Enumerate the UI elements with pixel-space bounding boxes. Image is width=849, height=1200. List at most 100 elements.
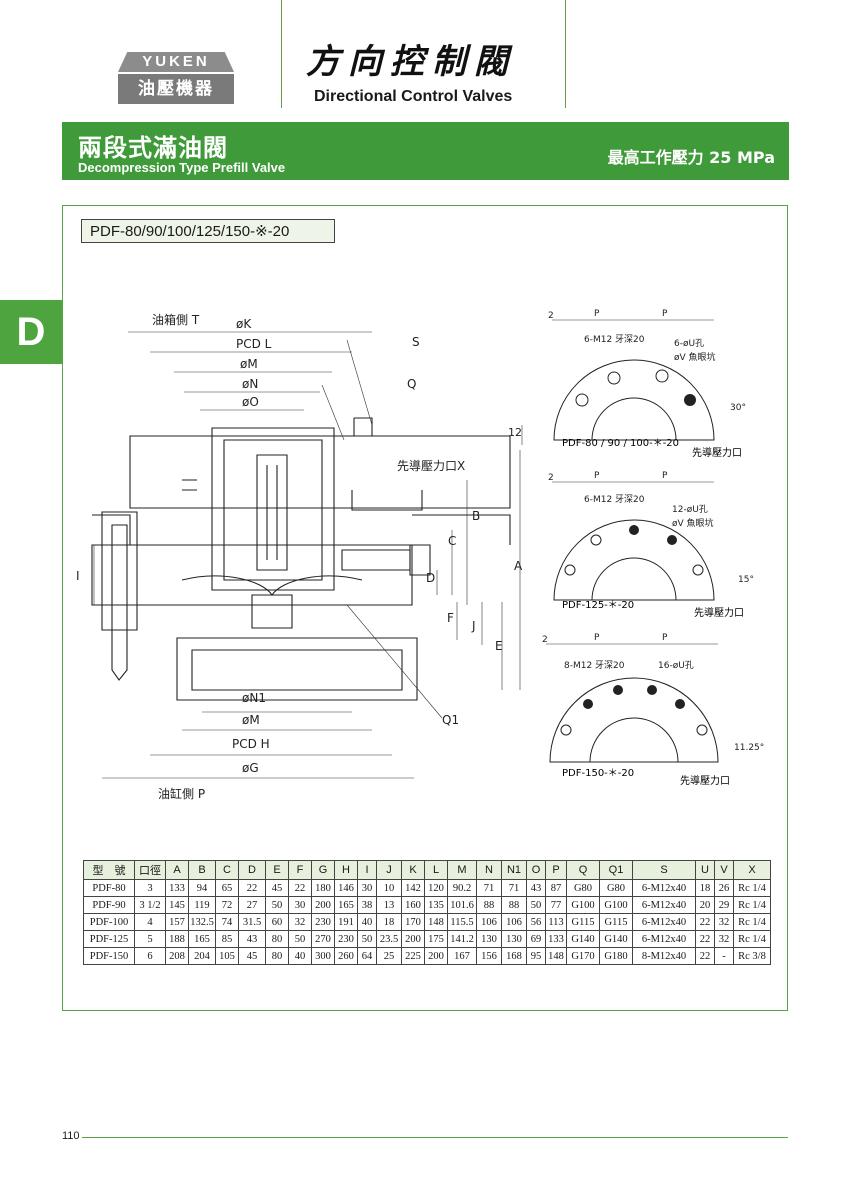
table-cell: 270 <box>311 930 335 948</box>
dim-j: J <box>471 619 476 633</box>
section-view <box>91 417 511 701</box>
table-cell: 10 <box>376 879 402 897</box>
col-j: J <box>376 860 402 880</box>
model-cell: PDF-80 <box>83 879 135 897</box>
table-cell: 130 <box>501 930 527 948</box>
view2-dim-2: 2 <box>548 473 554 483</box>
table-cell: 133 <box>165 879 189 897</box>
page-number: 110 <box>62 1130 80 1142</box>
col-q1: Q1 <box>599 860 633 880</box>
table-cell: 230 <box>334 930 358 948</box>
table-cell: 165 <box>334 896 358 914</box>
footer-rule <box>82 1137 788 1138</box>
model-cell: PDF-150 <box>83 947 135 965</box>
table-cell: 13 <box>376 896 402 914</box>
dim-f: F <box>447 611 454 625</box>
view-pdf-80-100: 2 P P 6-M12 牙深20 6-øU孔 øV 魚眼坑 30° PDF-80… <box>548 309 746 459</box>
table-cell: 200 <box>311 896 335 914</box>
yuken-logo: YUKEN 油壓機器 <box>118 52 234 104</box>
table-cell: 165 <box>188 930 216 948</box>
table-cell: 130 <box>476 930 502 948</box>
dim-12: 12 <box>508 426 522 439</box>
table-cell: 141.2 <box>447 930 477 948</box>
dim-e: E <box>495 639 503 653</box>
label-s: S <box>412 335 420 349</box>
col-p: P <box>545 860 567 880</box>
table-cell: 26 <box>714 879 734 897</box>
table-cell: 29 <box>714 896 734 914</box>
view1-p-right: P <box>662 309 668 319</box>
view3-port: 先導壓力口 <box>680 774 730 787</box>
table-cell: 6-M12x40 <box>632 896 696 914</box>
table-cell: 115.5 <box>447 913 477 931</box>
header-divider-left <box>281 0 282 108</box>
table-cell: 191 <box>334 913 358 931</box>
table-cell: 120 <box>424 879 448 897</box>
dim-pcd-h: PCD H <box>232 737 270 751</box>
table-cell: 22 <box>695 913 715 931</box>
dim-c: C <box>448 534 456 548</box>
table-cell: 3 1/2 <box>134 896 166 914</box>
dimension-table: 型 號 口徑 A B C D E F G H I J K L M N N1 O … <box>83 860 771 965</box>
table-cell: Rc 1/4 <box>733 913 771 931</box>
table-cell: 71 <box>501 879 527 897</box>
view2-holes: 12-øU孔 <box>672 504 708 515</box>
catalog-title: 方向控制閥 <box>306 42 516 82</box>
table-cell: 22 <box>288 879 312 897</box>
table-cell: 170 <box>401 913 425 931</box>
table-cell: 167 <box>447 947 477 965</box>
model-cell: PDF-90 <box>83 896 135 914</box>
dim-a: A <box>514 559 523 573</box>
table-header-row: 型 號 口徑 A B C D E F G H I J K L M N N1 O … <box>83 860 771 880</box>
view3-bolts: 8-M12 牙深20 <box>564 660 625 671</box>
dim-m: øM <box>240 357 258 371</box>
dim-g: øG <box>242 761 259 775</box>
table-cell: 133 <box>545 930 567 948</box>
view3-holes: 16-øU孔 <box>658 660 694 671</box>
table-cell: 200 <box>424 947 448 965</box>
section-banner: 兩段式滿油閥 Decompression Type Prefill Valve … <box>62 122 789 180</box>
banner-title-zh: 兩段式滿油閥 <box>78 134 228 162</box>
table-cell: 208 <box>165 947 189 965</box>
table-cell: 6 <box>134 947 166 965</box>
view2-name: PDF-125-＊-20 <box>562 600 634 611</box>
view2-p-right: P <box>662 471 668 481</box>
table-cell: 5 <box>134 930 166 948</box>
view3-dim-2: 2 <box>542 635 548 645</box>
table-cell: 30 <box>288 896 312 914</box>
table-cell: 32 <box>714 930 734 948</box>
table-cell: 56 <box>526 913 546 931</box>
view1-p-left: P <box>594 309 600 319</box>
view3-angle: 11.25° <box>734 743 764 753</box>
table-cell: G100 <box>599 896 633 914</box>
table-cell: 6-M12x40 <box>632 879 696 897</box>
col-k: K <box>401 860 425 880</box>
logo-subtitle: 油壓機器 <box>118 74 234 104</box>
view1-angle: 30° <box>730 403 746 413</box>
table-cell: 88 <box>476 896 502 914</box>
table-cell: 260 <box>334 947 358 965</box>
col-q: Q <box>566 860 600 880</box>
model-cell: PDF-125 <box>83 930 135 948</box>
logo-brand: YUKEN <box>118 52 234 72</box>
table-cell: 50 <box>357 930 377 948</box>
table-cell: 18 <box>376 913 402 931</box>
table-cell: 31.5 <box>238 913 266 931</box>
table-cell: Rc 1/4 <box>733 896 771 914</box>
col-x: X <box>733 860 771 880</box>
table-cell: 6-M12x40 <box>632 930 696 948</box>
table-cell: 40 <box>357 913 377 931</box>
dim-pcd-l: PCD L <box>236 337 272 351</box>
view2-p-left: P <box>594 471 600 481</box>
table-cell: 90.2 <box>447 879 477 897</box>
table-cell: 43 <box>526 879 546 897</box>
table-cell: G140 <box>599 930 633 948</box>
table-cell: 50 <box>288 930 312 948</box>
tank-side-label: 油箱側 T <box>152 312 200 327</box>
view-pdf-150: 2 P P 8-M12 牙深20 16-øU孔 11.25° PDF-150-＊… <box>542 633 764 787</box>
col-g: G <box>311 860 335 880</box>
col-a: A <box>165 860 189 880</box>
col-c: C <box>215 860 239 880</box>
table-cell: 87 <box>545 879 567 897</box>
col-e: E <box>265 860 289 880</box>
